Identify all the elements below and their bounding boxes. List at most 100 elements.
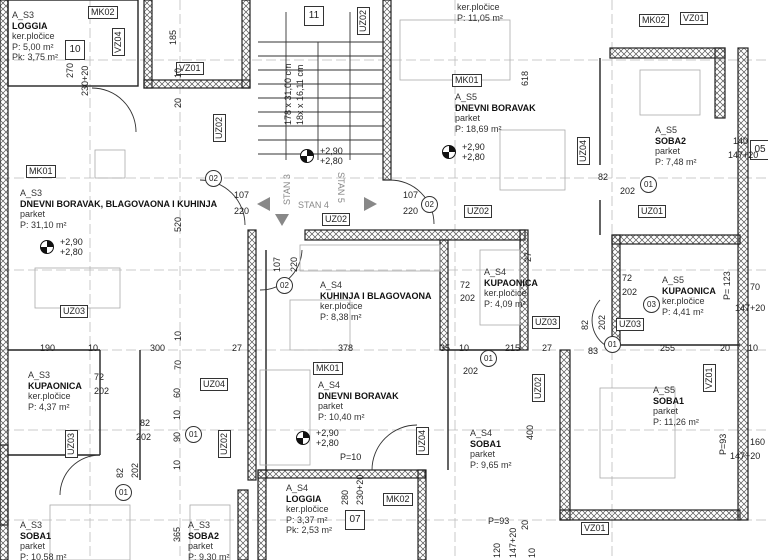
element-tag[interactable]: UZ03 — [532, 316, 561, 329]
dimension-label: 10 — [173, 330, 183, 341]
dimension-label: 202 — [94, 386, 110, 396]
door-number-marker: 02 — [421, 196, 438, 213]
dimension-label: P=93 — [718, 433, 728, 455]
room-area: P: 4,37 m² — [28, 401, 70, 412]
dimension-label: 202 — [136, 432, 152, 442]
door-number-marker: 02 — [276, 277, 293, 294]
apartment-label: STAN 4 — [298, 200, 329, 210]
element-tag[interactable]: VZ01 — [176, 62, 204, 75]
dimension-label: 20 — [173, 97, 183, 108]
dimension-label: 520 — [173, 216, 183, 232]
room-name: SOBA1 — [470, 438, 502, 449]
dimension-label: 220 — [289, 256, 299, 272]
room-name: KUPAONICA — [484, 277, 538, 288]
dimension-label: 215 — [505, 343, 521, 353]
element-tag[interactable]: UZ04 — [416, 426, 429, 455]
room-name: DNEVNI BORAVAK, BLAGOVAONA I KUHINJA — [20, 198, 218, 209]
element-tag[interactable]: UZ04 — [200, 378, 229, 391]
room-unit: A_S3 — [188, 520, 211, 530]
element-tag[interactable]: VZ01 — [680, 12, 708, 25]
dimension-label: 202 — [463, 366, 479, 376]
room-floor: ker.pločice — [457, 2, 500, 12]
element-tag[interactable]: VZ04 — [112, 28, 125, 56]
room-area: P: 10,40 m² — [318, 411, 365, 422]
dimension-label: 72 — [94, 372, 105, 382]
room-name: SOBA2 — [188, 530, 220, 541]
dimension-label: 365 — [172, 526, 182, 542]
elevation-bottom: +2,80 — [316, 438, 339, 448]
room-unit: A_S5 — [455, 92, 478, 102]
element-tag[interactable]: UZ01 — [638, 205, 667, 218]
dimension-label: 140 — [733, 136, 749, 146]
element-tag[interactable]: MK01 — [452, 74, 482, 87]
element-tag[interactable]: UZ02 — [357, 6, 370, 35]
element-tag[interactable]: VZ01 — [703, 364, 716, 392]
element-tag[interactable]: MK02 — [88, 6, 118, 19]
element-tag[interactable]: MK01 — [26, 165, 56, 178]
element-tag[interactable]: VZ01 — [581, 522, 609, 535]
element-tag[interactable]: UZ02 — [322, 213, 351, 226]
element-tag[interactable]: MK02 — [383, 493, 413, 506]
room-floor: ker.pločice — [12, 31, 55, 41]
room-unit: A_S4 — [318, 380, 341, 390]
dimension-label: 10 — [88, 343, 99, 353]
elevation-bottom: +2,80 — [462, 152, 485, 162]
dimension-label: 82 — [140, 418, 151, 428]
room-area: P: 4,09 m² — [484, 298, 526, 309]
dimension-label: 280 — [340, 489, 350, 505]
room-area: P: 10,58 m² — [20, 551, 67, 560]
room-unit: A_S4 — [470, 428, 493, 438]
dimension-label: 72 — [460, 280, 471, 290]
element-tag[interactable]: UZ03 — [616, 318, 645, 331]
dimension-label: P= 123 — [722, 271, 732, 300]
room-unit: A_S3 — [12, 10, 35, 20]
dimension-label: 27 — [542, 343, 553, 353]
element-tag[interactable]: UZ03 — [65, 429, 78, 458]
dimension-label: 255 — [660, 343, 676, 353]
room-area: P: 9,65 m² — [470, 459, 512, 470]
elevation-marker: +2,90+2,80 — [300, 146, 343, 166]
element-tag[interactable]: MK02 — [639, 14, 669, 27]
dimension-label: 72 — [622, 273, 633, 283]
element-tag[interactable]: MK01 — [313, 362, 343, 375]
dimension-label: 18x x 16,11 cm — [295, 64, 305, 125]
room-name: SOBA1 — [20, 530, 52, 541]
dimension-label: 107 — [234, 190, 250, 200]
room-area: P: 8,38 m² — [320, 311, 362, 322]
dimension-label: 378 — [338, 343, 354, 353]
element-tag[interactable]: UZ02 — [532, 373, 545, 402]
room-floor: parket — [655, 146, 681, 156]
room-area2: Pk: 2,53 m² — [286, 525, 333, 535]
room-floor: parket — [318, 401, 344, 411]
elevation-marker: +2,90+2,80 — [442, 142, 485, 162]
element-tag[interactable]: UZ03 — [60, 305, 89, 318]
element-tag[interactable]: UZ02 — [218, 429, 231, 458]
room-name: KUHINJA I BLAGOVAONA — [320, 290, 432, 301]
room-name: LOGGIA — [286, 493, 322, 504]
dimension-label: 202 — [460, 293, 476, 303]
element-tag[interactable]: UZ02 — [213, 113, 226, 142]
apartment-label: STAN 3 — [282, 174, 292, 205]
elevation-symbol-icon — [296, 431, 310, 445]
room-area: P: 3,37 m² — [286, 514, 328, 525]
dimension-label: 147+20 — [730, 451, 761, 461]
door-number-marker: 01 — [480, 350, 497, 367]
dimension-label: 147+20 — [735, 303, 766, 313]
element-tag[interactable]: UZ04 — [577, 136, 590, 165]
element-tag[interactable]: UZ02 — [464, 205, 493, 218]
door-number-marker: 07 — [345, 510, 365, 530]
room-floor: parket — [653, 406, 679, 416]
room-name: KUPAONICA — [662, 285, 716, 296]
door-number-marker: 01 — [604, 336, 621, 353]
door-number-marker: 01 — [115, 484, 132, 501]
dimension-label: 107 — [272, 256, 282, 272]
